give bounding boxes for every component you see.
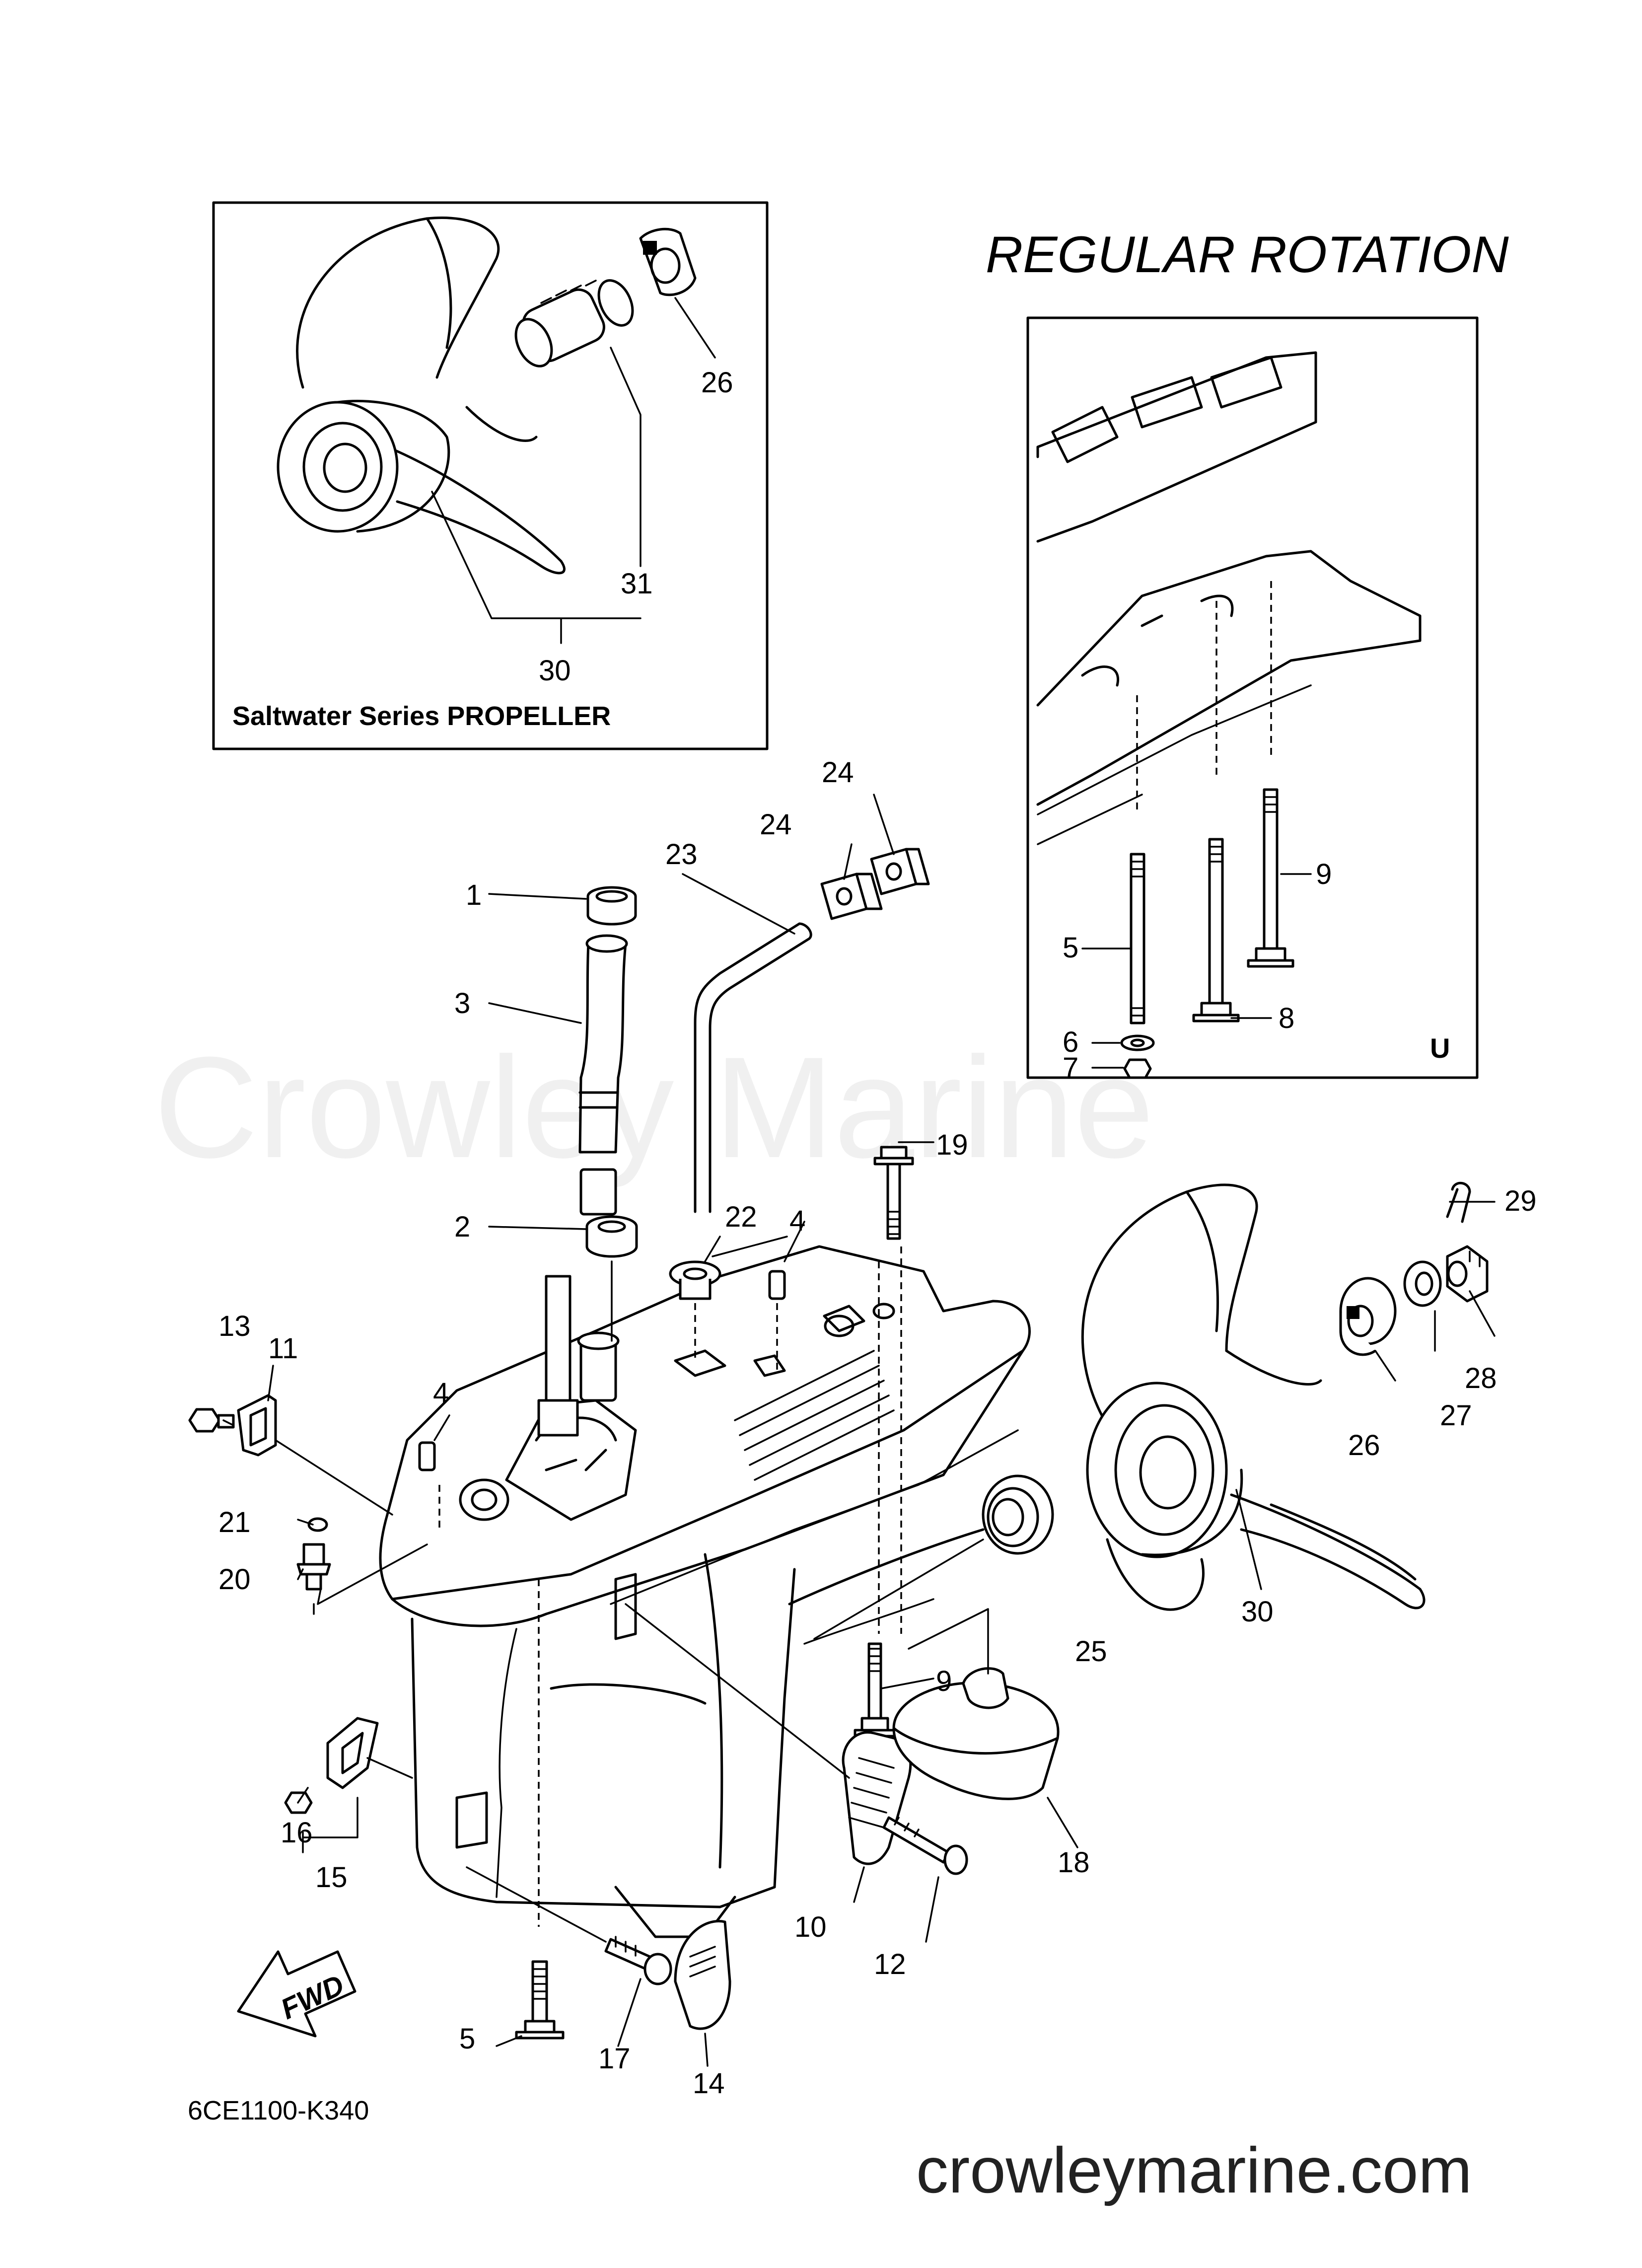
alignment-lines	[438, 1246, 902, 1927]
part-28-nut	[1446, 1245, 1489, 1303]
detail-stud-5	[1130, 853, 1145, 1024]
inset-blade-bottom	[386, 445, 566, 575]
part-3-water-tube	[578, 934, 628, 1216]
saltwater-propeller-inset: 26 31 30 Saltwater Series PROPELLER	[212, 201, 769, 750]
part-29-cotter-pin	[1446, 1181, 1471, 1223]
label-4-b: 4	[433, 1377, 449, 1409]
part-19-bolt	[873, 1146, 914, 1240]
part-15-anode	[326, 1717, 413, 1789]
callout-leaders	[433, 873, 1496, 2047]
inset-part-31-bushing	[514, 279, 634, 367]
fwd-arrow: FWD	[237, 1950, 357, 2038]
label-29: 29	[1504, 1185, 1537, 1217]
part-4-dowel-b	[418, 1441, 436, 1471]
detail-tag-u: U	[1430, 1032, 1450, 1064]
detail-frame	[1026, 316, 1479, 1079]
label-20: 20	[218, 1563, 251, 1596]
part-4-dowel-a	[768, 1270, 786, 1300]
inset-part-26-spacer	[639, 227, 697, 296]
part-9-bolt	[854, 1642, 896, 1738]
label-17: 17	[598, 2043, 631, 2075]
inset-leaders	[431, 347, 642, 644]
website-text: crowleymarine.com	[916, 2134, 1472, 2206]
label-5: 5	[459, 2023, 475, 2055]
label-28: 28	[1465, 1362, 1497, 1394]
part-22-grommet	[669, 1260, 721, 1300]
inset-prop-hub	[277, 401, 399, 533]
label-25: 25	[1075, 1635, 1107, 1668]
part-1-seal	[586, 886, 637, 926]
part-14-cover	[674, 1920, 731, 2030]
label-9: 9	[936, 1665, 952, 1697]
inset-frame	[212, 201, 769, 750]
label-4-a: 4	[789, 1205, 805, 1237]
label-30: 30	[1241, 1596, 1274, 1628]
label-15: 15	[315, 1861, 348, 1894]
inset-caption: Saltwater Series PROPELLER	[232, 701, 611, 731]
diagram-code: 6CE1100-K340	[188, 2096, 369, 2125]
label-detail-9: 9	[1316, 858, 1332, 890]
label-23: 23	[665, 838, 698, 871]
part-20-fitting	[296, 1543, 428, 1615]
label-24-b: 24	[822, 756, 854, 789]
label-inset-30: 30	[539, 655, 571, 687]
label-14: 14	[693, 2067, 725, 2100]
watermark-text: Crowley Marine	[154, 1027, 1154, 1188]
detail-washer-6	[1120, 1034, 1155, 1051]
label-19: 19	[936, 1129, 968, 1161]
label-10: 10	[794, 1911, 827, 1943]
label-22: 22	[725, 1201, 757, 1233]
label-detail-6: 6	[1063, 1026, 1078, 1058]
part-21-o-ring	[307, 1517, 328, 1532]
label-1: 1	[466, 879, 482, 911]
label-16: 16	[281, 1817, 313, 1849]
detail-bolt-9	[1247, 788, 1294, 968]
label-13: 13	[218, 1310, 251, 1342]
part-24-grommet-a	[820, 873, 883, 920]
label-11: 11	[268, 1332, 298, 1365]
label-inset-31: 31	[621, 568, 653, 600]
part-24-grommet-b	[870, 848, 930, 895]
label-26: 26	[1348, 1429, 1380, 1462]
label-inset-26: 26	[701, 366, 733, 399]
part-18-anode	[892, 1608, 1060, 1800]
part-2-grommet	[585, 1215, 638, 1342]
part-23-tube	[694, 922, 812, 1213]
part-26-spacer	[1339, 1277, 1397, 1356]
drive-shaft	[545, 1275, 571, 1422]
part-30-propeller	[1081, 1183, 1426, 1611]
part-13-nut	[188, 1408, 235, 1433]
label-detail-8: 8	[1279, 1002, 1294, 1034]
detail-box-u: 9 5 8 6 7 U	[1026, 316, 1479, 1084]
detail-nut-7	[1123, 1058, 1152, 1079]
label-27: 27	[1440, 1399, 1472, 1432]
bracket-15	[302, 1797, 358, 1853]
label-21: 21	[218, 1506, 251, 1538]
detail-bolt-8	[1192, 838, 1240, 1023]
label-2: 2	[454, 1211, 470, 1243]
part-17-bolt	[466, 1866, 672, 1985]
label-24-a: 24	[760, 808, 792, 841]
part-27-washer	[1403, 1260, 1442, 1307]
label-detail-7: 7	[1063, 1052, 1078, 1084]
part-11-cover	[237, 1394, 393, 1516]
label-18: 18	[1058, 1846, 1090, 1879]
part-12-screw	[882, 1816, 968, 1875]
lower-unit-housing	[379, 1245, 1031, 1938]
page-title: REGULAR ROTATION	[986, 226, 1509, 284]
inset-blade-top	[296, 217, 500, 389]
label-12: 12	[874, 1948, 906, 1980]
label-detail-5: 5	[1063, 932, 1078, 964]
part-10-cover	[625, 1603, 912, 1865]
label-3: 3	[454, 987, 470, 1020]
part-25-seal	[813, 1474, 1054, 1640]
part-5-bolt	[515, 1960, 565, 2040]
